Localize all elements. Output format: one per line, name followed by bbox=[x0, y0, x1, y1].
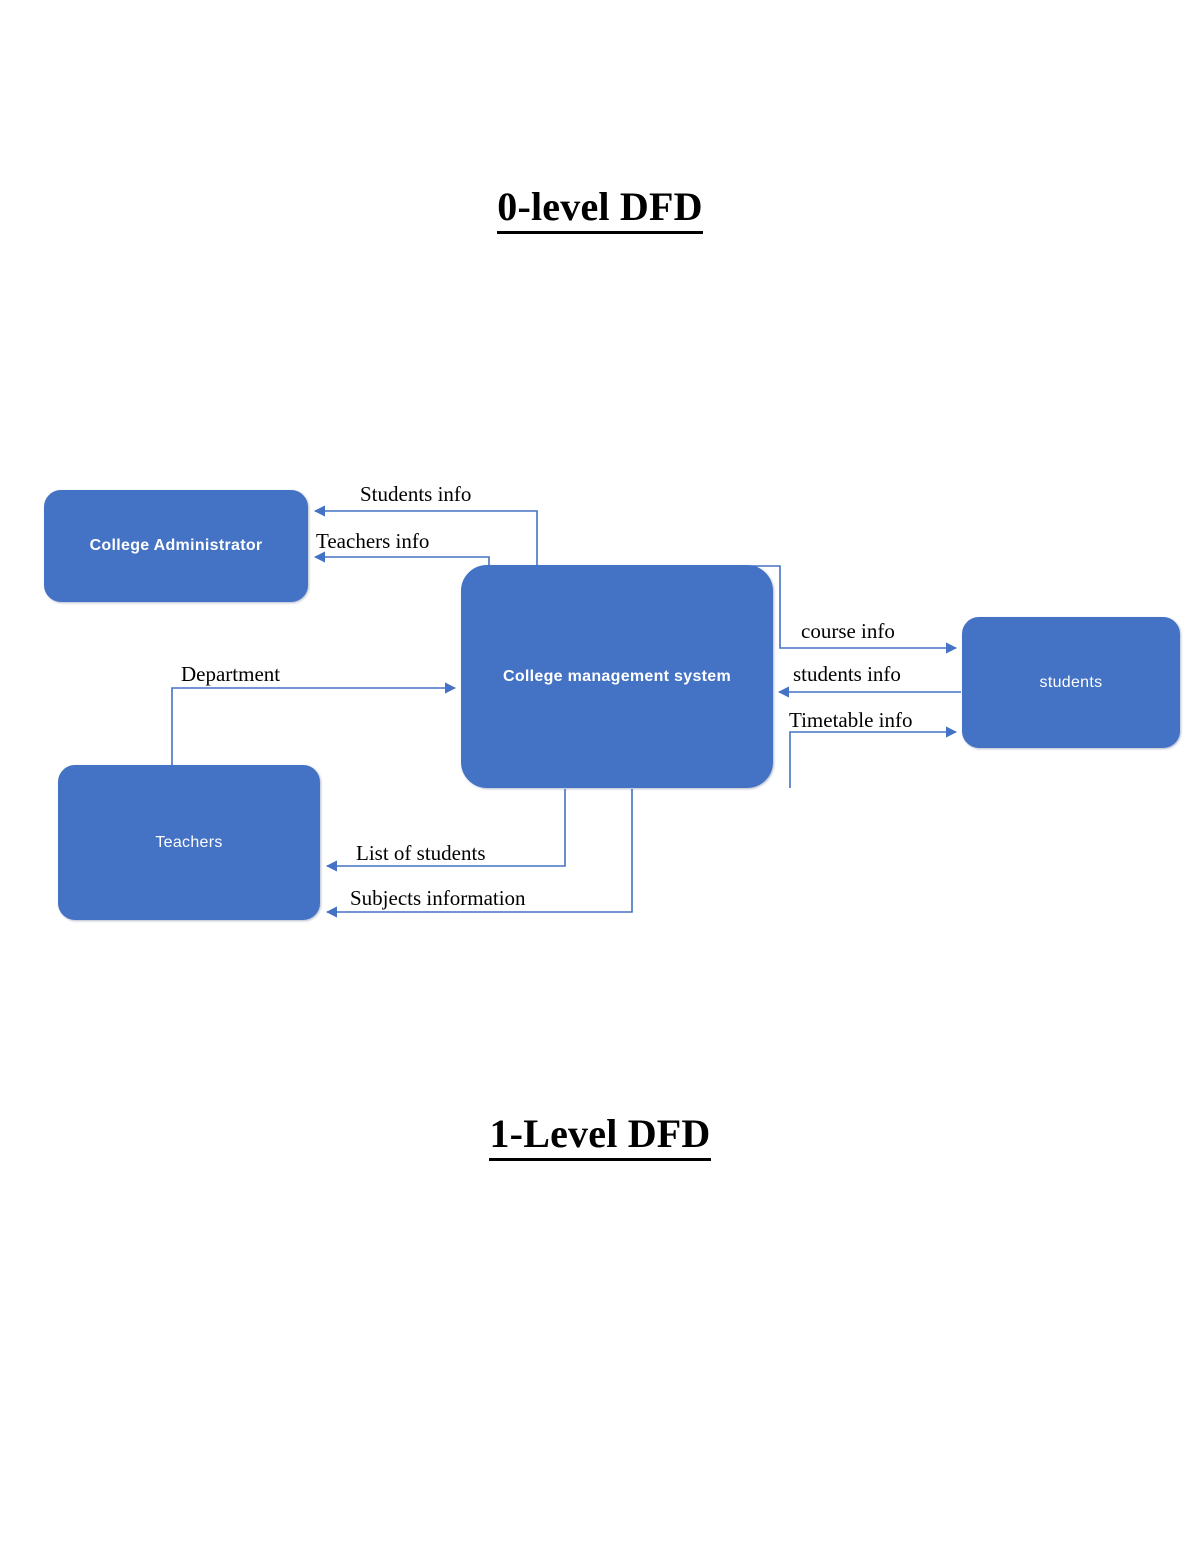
flow-label-timetable-info: Timetable info bbox=[789, 708, 913, 732]
node-teachers-label: Teachers bbox=[155, 833, 223, 851]
flow-label-subjects-information: Subjects information bbox=[350, 886, 526, 910]
flow-label-students-info-2: students info bbox=[793, 662, 901, 686]
heading-1-level-dfd: 1-Level DFD bbox=[0, 1110, 1200, 1161]
node-college-administrator-label: College Administrator bbox=[89, 537, 263, 554]
flow-label-department: Department bbox=[181, 662, 281, 686]
connector-department bbox=[171, 682, 457, 766]
flow-label-course-info: course info bbox=[801, 619, 895, 643]
connector-students-info bbox=[313, 505, 538, 566]
flow-label-list-of-students: List of students bbox=[356, 841, 486, 865]
connector-list-of-students bbox=[325, 789, 566, 872]
flow-label-students-info: Students info bbox=[360, 482, 472, 506]
node-college-management-system-label: College management system bbox=[502, 667, 732, 685]
node-college-administrator[interactable]: College Administrator bbox=[44, 490, 308, 602]
node-students[interactable]: students bbox=[962, 617, 1180, 748]
heading-0-level-dfd-text: 0-level DFD bbox=[497, 183, 703, 234]
connector-teachers-info bbox=[313, 551, 490, 566]
connector-subjects-information bbox=[325, 789, 633, 918]
heading-0-level-dfd: 0-level DFD bbox=[0, 183, 1200, 234]
node-students-label: students bbox=[1039, 673, 1103, 691]
node-teachers[interactable]: Teachers bbox=[58, 765, 320, 920]
connector-timetable-info bbox=[789, 726, 958, 788]
heading-1-level-dfd-text: 1-Level DFD bbox=[489, 1110, 711, 1161]
flow-label-teachers-info: Teachers info bbox=[316, 529, 430, 553]
node-college-management-system[interactable]: College management system bbox=[461, 565, 773, 788]
